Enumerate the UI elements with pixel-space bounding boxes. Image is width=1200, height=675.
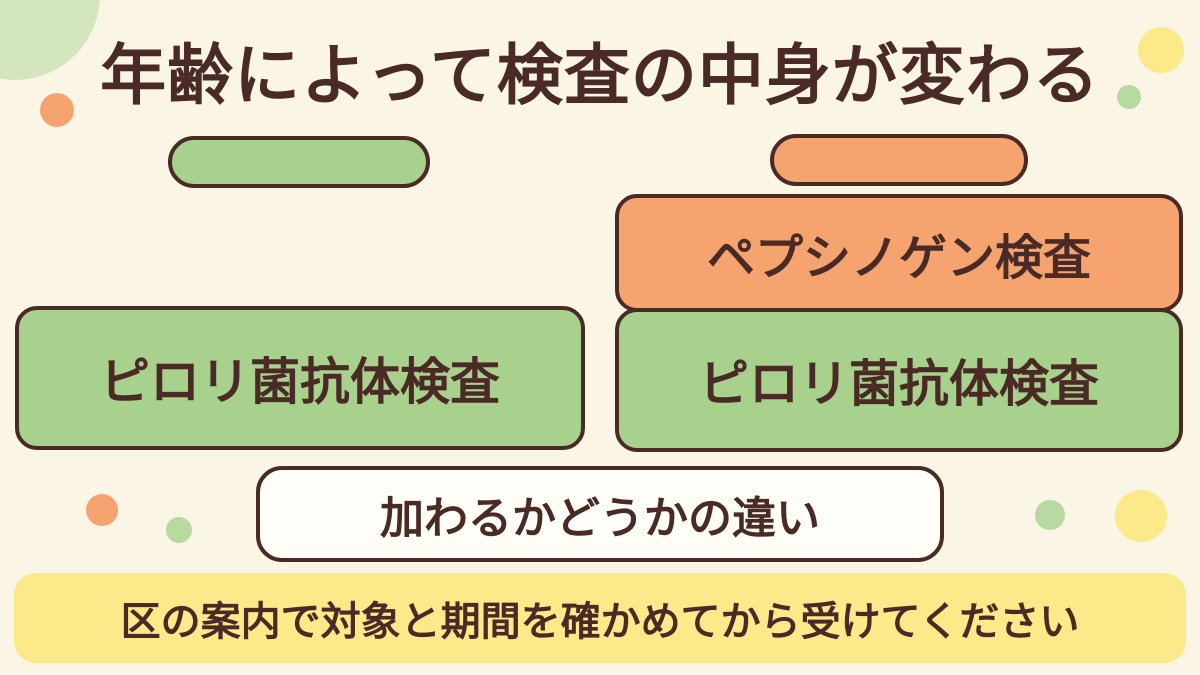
left-column-header-bar [168, 136, 430, 188]
right-pylori-test-label: ピロリ菌抗体検査 [699, 355, 1099, 413]
decor-dot-green [166, 517, 192, 543]
footer-note: 区の案内で対象と期間を確かめてから受けてください [120, 599, 1080, 645]
left-pylori-test-box: ピロリ菌抗体検査 [15, 306, 585, 450]
difference-label: 加わるかどうかの違い [380, 493, 820, 544]
decor-dot-yellow [1115, 490, 1167, 542]
footer-note-box: 区の案内で対象と期間を確かめてから受けてください [14, 573, 1186, 663]
pepsinogen-test-box: ペプシノゲン検査 [615, 194, 1183, 312]
pepsinogen-test-label: ペプシノゲン検査 [706, 230, 1091, 286]
decor-dot-yellow [1138, 27, 1184, 73]
decor-dot-green [1035, 500, 1065, 530]
left-pylori-test-label: ピロリ菌抗体検査 [100, 353, 500, 411]
decor-dot-orange [40, 93, 74, 127]
right-pylori-test-box: ピロリ菌抗体検査 [615, 308, 1183, 452]
right-column-header-bar [770, 134, 1028, 186]
difference-label-box: 加わるかどうかの違い [256, 466, 944, 562]
page-title: 年齢によって検査の中身が変わる [100, 37, 1100, 114]
decor-dot-orange [86, 494, 118, 526]
decor-dot-green [1117, 85, 1141, 109]
